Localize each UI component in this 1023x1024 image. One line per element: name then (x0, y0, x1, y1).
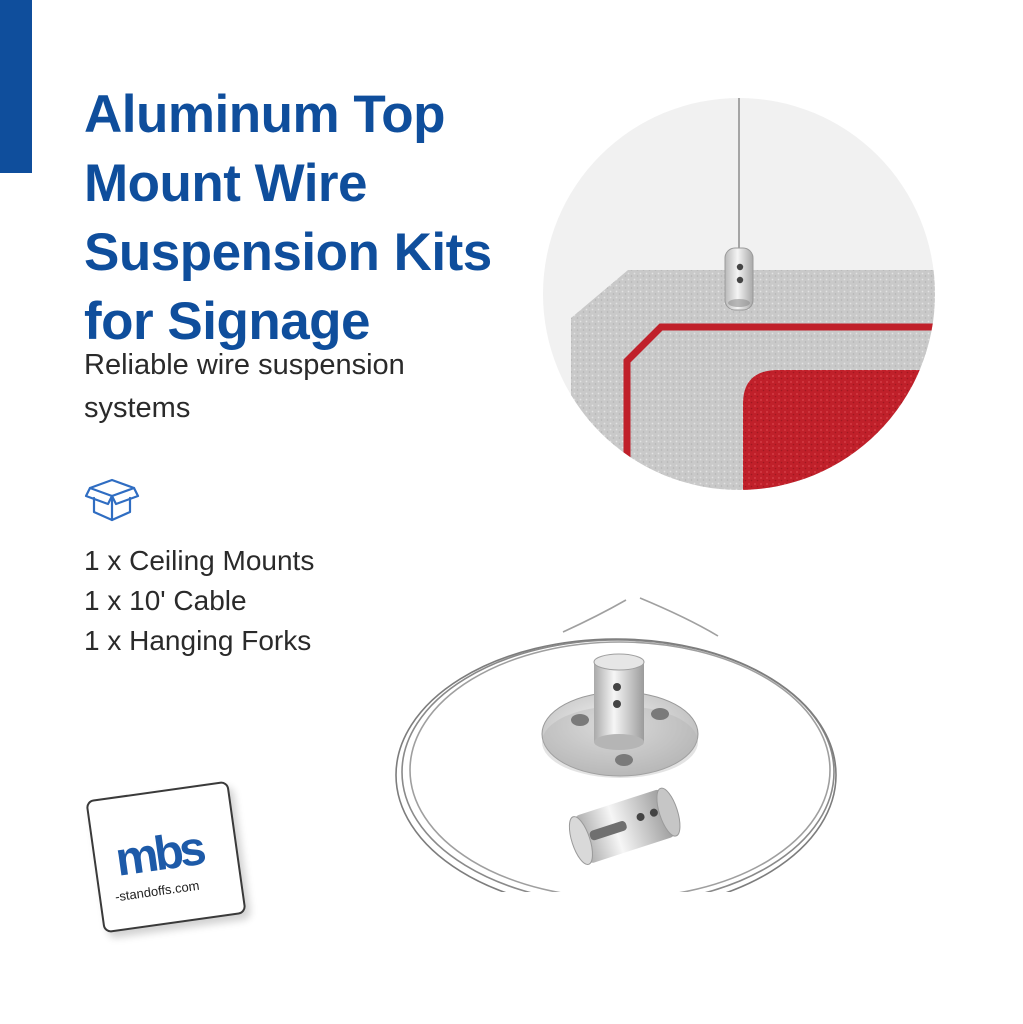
title-line-1: Aluminum Top (84, 85, 446, 144)
title-line-2: Mount Wire (84, 154, 368, 213)
page-title: Aluminum Top Mount Wire Suspension Kits … (84, 80, 544, 356)
list-item: 1 x 10' Cable (84, 585, 247, 616)
title-line-3: Suspension Kits (84, 223, 492, 282)
logo-mark: mbs (112, 822, 206, 887)
list-item: 1 x Hanging Forks (84, 625, 312, 656)
subtitle: Reliable wire suspension systems (84, 349, 405, 424)
detail-photo (543, 98, 935, 490)
brand-logo: mbs -standoffs.com (85, 780, 247, 934)
accent-bar (0, 0, 32, 173)
list-item: 1 x Ceiling Mounts (84, 545, 315, 576)
kit-contents-list: 1 x Ceiling Mounts 1 x 10' Cable 1 x Han… (84, 541, 314, 661)
title-line-4: for Signage (84, 292, 371, 351)
product-illustration (395, 597, 837, 892)
open-box-icon (84, 478, 140, 522)
hanging-fork (568, 787, 681, 865)
